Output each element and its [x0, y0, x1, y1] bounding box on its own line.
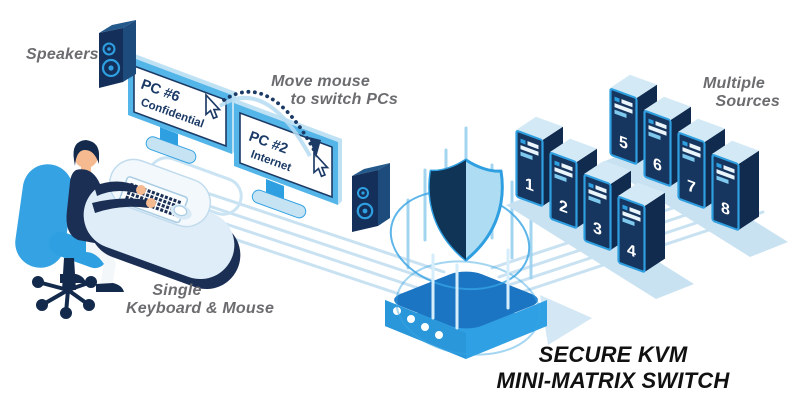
move-mouse-label-line1: Move mouse [271, 73, 370, 90]
monitor-1-stand [145, 127, 197, 164]
cursor-icon [205, 92, 222, 120]
person-arms [92, 181, 156, 213]
speaker-right-icon [352, 163, 390, 232]
speakers-label: Speakers [26, 46, 99, 63]
server-number: 2 [559, 196, 568, 218]
server-tower: 6 [643, 96, 691, 187]
server-tower: 5 [609, 74, 657, 165]
kvm-switch [385, 126, 592, 359]
single-kbm-label-line2: Keyboard & Mouse [125, 300, 275, 317]
multiple-sources-label-line1: Multiple [702, 75, 765, 92]
kvm-indicator-dots [393, 307, 443, 339]
monitor-1: PC #6 Confidential [128, 53, 236, 154]
server-number: 7 [687, 176, 696, 198]
multiple-sources-label-line2: Sources [715, 93, 780, 110]
single-kbm-label-line1: Single [152, 282, 202, 299]
diagram-title: SECURE KVM MINI-MATRIX SWITCH [463, 342, 763, 394]
monitor-2: PC #2 Internet [234, 100, 342, 205]
diagram-title-line2: MINI-MATRIX SWITCH [496, 368, 730, 393]
signal-beams-front [431, 248, 510, 330]
server-tower: 8 [711, 140, 759, 231]
server-number: 8 [721, 198, 730, 220]
desk [83, 158, 241, 290]
server-number: 5 [619, 132, 628, 154]
mouse [170, 204, 192, 220]
server-number: 4 [627, 240, 637, 262]
server-number: 1 [525, 174, 534, 196]
move-mouse-label-line2: to switch PCs [290, 91, 398, 108]
speaker-left-icon [99, 20, 136, 88]
server-number: 6 [653, 154, 662, 176]
monitor-2-stand [251, 179, 307, 219]
cursor-icon [313, 150, 330, 178]
diagram-title-line1: SECURE KVM [538, 342, 688, 367]
server-number: 3 [593, 218, 602, 240]
shield-icon [428, 158, 504, 262]
server-tower: 4 [617, 182, 665, 273]
dotted-arrow [218, 89, 321, 158]
